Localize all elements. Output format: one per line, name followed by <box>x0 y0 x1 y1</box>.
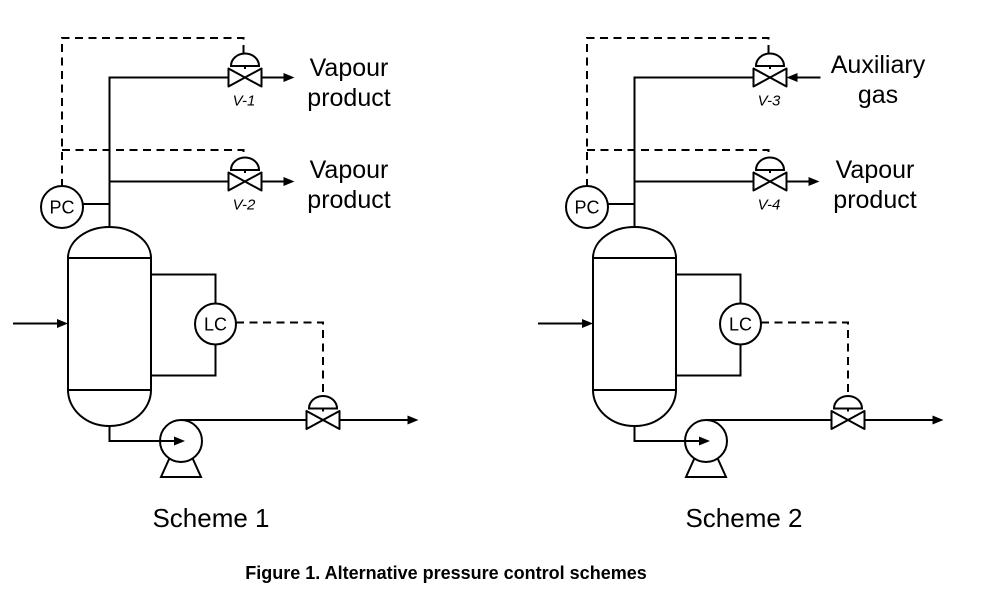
valve-v3 <box>752 52 788 88</box>
bottoms-product-arrow <box>932 415 944 425</box>
valve-v3-tag: V-3 <box>758 93 781 110</box>
pump <box>159 419 203 478</box>
bottoms-control-valve <box>305 395 341 430</box>
bottoms-product-arrow <box>407 415 419 425</box>
v1-stream-label-line1: Vapour <box>310 54 389 82</box>
bottoms-pipe <box>633 426 699 442</box>
column-seam-lines <box>593 257 676 391</box>
v4-stream-label-line2: product <box>833 186 916 214</box>
pump <box>684 419 728 478</box>
valve-v2-tag: V-2 <box>233 197 256 214</box>
pump-inlet-arrow <box>699 436 710 446</box>
valve-v4 <box>752 156 788 192</box>
scheme-1-diagram: PC LC V-1 V-2 Vapour product Vapour prod… <box>13 37 419 533</box>
valve-v2 <box>227 156 263 192</box>
level-tap-loop <box>151 273 217 377</box>
pc-to-v2-signal-line <box>62 149 245 158</box>
pressure-controller-label: PC <box>574 198 599 218</box>
overhead-vapour-pipe <box>108 76 229 227</box>
pc-to-v3-signal-line <box>586 37 770 187</box>
valve-v1 <box>227 52 263 88</box>
level-controller-label: LC <box>204 315 227 335</box>
column-vessel <box>592 226 677 427</box>
v3-stream-label-line1: Auxiliary <box>831 51 926 79</box>
v2-stream-label-line2: product <box>307 186 390 214</box>
figure-caption: Figure 1. Alternative pressure control s… <box>245 563 646 583</box>
level-tap-loop <box>676 273 742 377</box>
column-seam-lines <box>68 257 151 391</box>
pump-inlet-arrow <box>174 436 185 446</box>
v3-inflow-arrow <box>786 73 798 82</box>
lc-to-valve-signal-line <box>761 321 849 397</box>
valve-v4-tag: V-4 <box>758 197 781 214</box>
feed-arrow <box>582 319 593 328</box>
level-controller-label: LC <box>729 315 752 335</box>
v2-stream-label-line1: Vapour <box>310 156 389 184</box>
lc-to-valve-signal-line <box>236 321 324 397</box>
pressure-controller-label: PC <box>49 198 74 218</box>
v2-flow-arrow <box>283 177 295 186</box>
bottoms-pipe <box>108 426 174 442</box>
valve-v1-tag: V-1 <box>233 93 256 110</box>
level-controller-bubble <box>719 302 762 346</box>
pressure-controller-bubble <box>40 185 84 229</box>
overhead-vapour-pipe <box>633 76 754 227</box>
scheme-2-title: Scheme 2 <box>685 503 802 533</box>
feed-arrow <box>57 319 68 328</box>
pressure-controller-bubble <box>565 185 609 229</box>
pc-to-v1-signal-line <box>61 37 245 187</box>
v4-flow-arrow <box>808 177 820 186</box>
v1-stream-label-line2: product <box>307 84 390 112</box>
v4-stream-label-line1: Vapour <box>836 156 915 184</box>
bottoms-control-valve <box>830 395 866 430</box>
level-controller-bubble <box>194 302 237 346</box>
column-vessel <box>67 226 152 427</box>
scheme-1-title: Scheme 1 <box>152 503 269 533</box>
pc-to-v4-signal-line <box>587 149 770 158</box>
scheme-2-diagram: PC LC V-3 V-4 Auxiliary gas Vapour produ… <box>538 37 944 533</box>
v3-stream-label-line2: gas <box>858 81 898 109</box>
v1-flow-arrow <box>283 73 295 82</box>
